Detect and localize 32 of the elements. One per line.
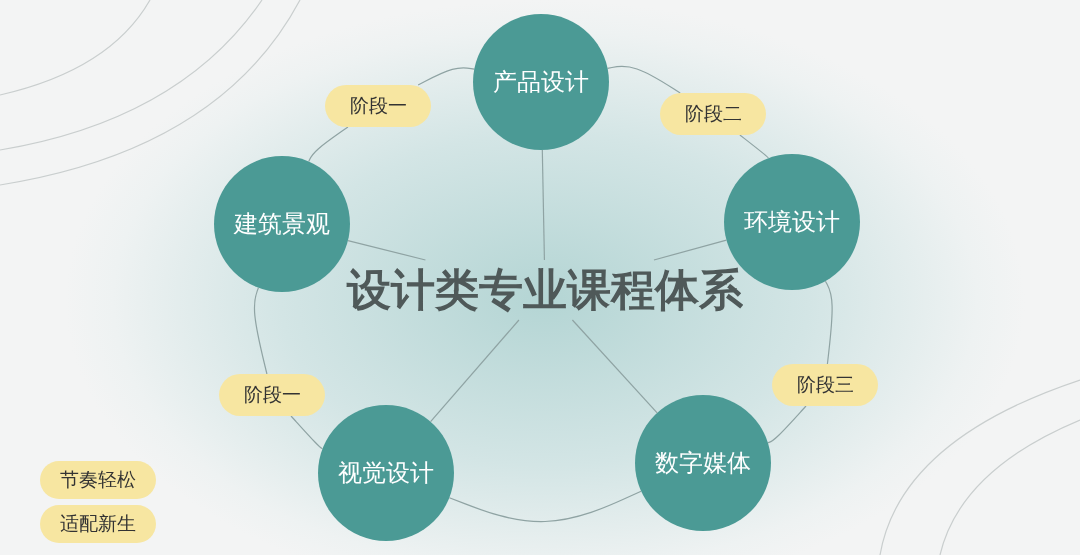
connector-line: [607, 65, 681, 94]
stage-pill: [325, 85, 431, 127]
connector-line: [417, 67, 475, 86]
node-label: 环境设计: [744, 207, 840, 238]
node-label: 阶段三: [796, 372, 854, 397]
stage-pill: [660, 93, 766, 135]
node-label: 建筑景观: [234, 209, 330, 240]
feature-tag: [40, 461, 156, 499]
connector-line: [253, 287, 268, 375]
feature-tag: [40, 505, 156, 543]
node-label: 适配新生: [60, 511, 136, 536]
stage-pill: [219, 374, 325, 416]
node-label: 数字媒体: [655, 448, 751, 479]
node-label: 阶段二: [684, 101, 742, 126]
connector-line: [448, 490, 642, 523]
hub-label: 设计类专业课程体系: [347, 262, 743, 317]
connector-line: [430, 319, 520, 423]
connector-line: [824, 280, 833, 365]
node-label: 视觉设计: [338, 458, 434, 489]
node-label: 节奏轻松: [60, 467, 136, 492]
stage-pill: [772, 364, 878, 406]
connector-line: [347, 239, 427, 261]
connector-line: [739, 134, 769, 159]
connector-line: [767, 405, 807, 444]
connector-line: [541, 149, 545, 261]
connector-line: [308, 126, 349, 163]
node-label: 阶段一: [349, 93, 407, 118]
connector-line: [290, 415, 324, 450]
connector-line: [653, 239, 728, 261]
connector-line: [571, 319, 658, 414]
node-label: 阶段一: [243, 382, 301, 407]
node-label: 产品设计: [493, 67, 589, 98]
